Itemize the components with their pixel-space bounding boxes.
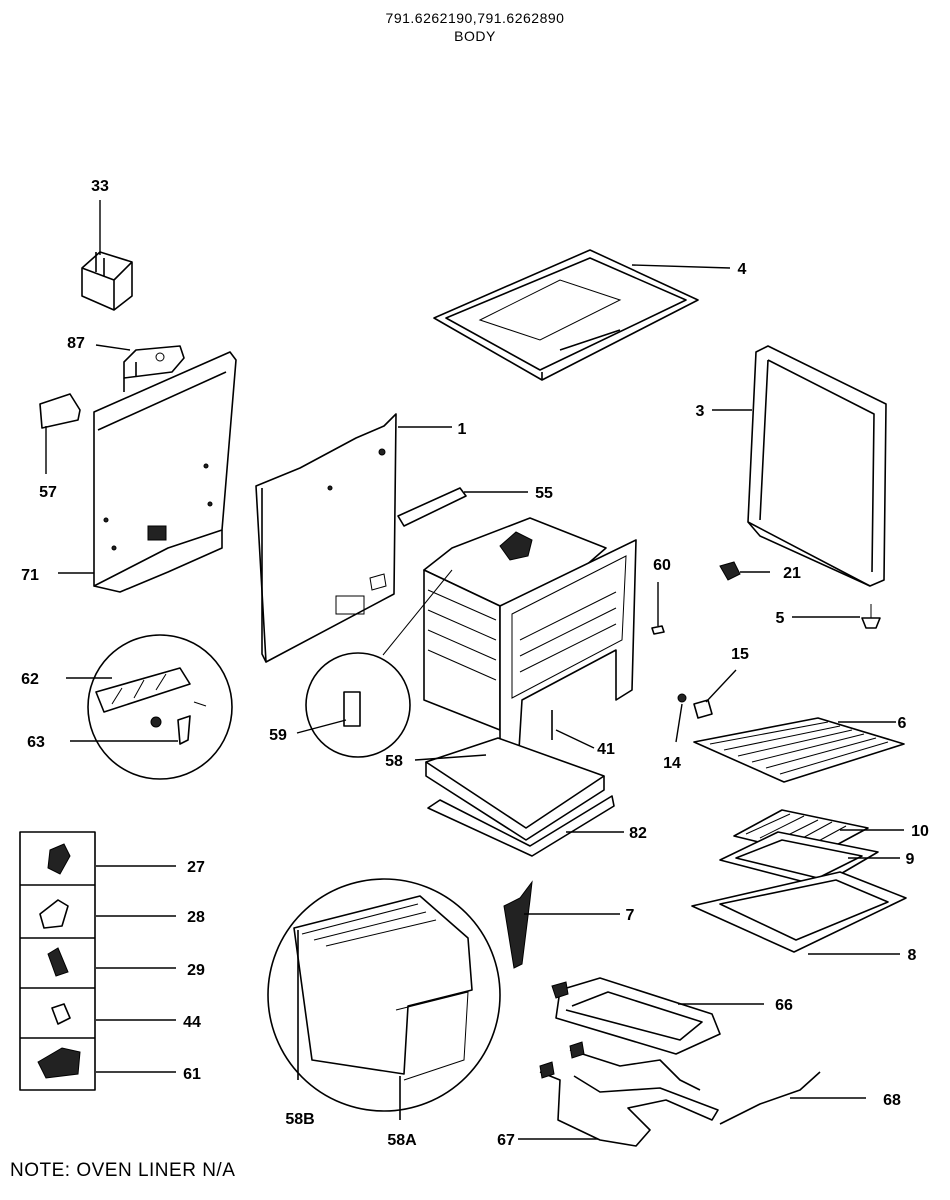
part-57-panel <box>39 393 81 474</box>
footnote: NOTE: OVEN LINER N/A <box>10 1160 236 1181</box>
callout-9: 9 <box>906 851 915 868</box>
callout-58b: 58B <box>285 1111 314 1128</box>
callout-61: 61 <box>183 1066 201 1083</box>
part-41-pin <box>551 710 595 749</box>
callout-68: 68 <box>883 1092 901 1109</box>
callout-28: 28 <box>187 909 205 926</box>
part-6-rack <box>693 717 905 783</box>
callout-14: 14 <box>663 755 681 772</box>
callout-10: 10 <box>911 823 929 840</box>
callout-71: 71 <box>21 567 39 584</box>
part-15-14-knob <box>675 669 737 743</box>
detail-circle-58a-58b <box>267 878 501 1120</box>
callout-63: 63 <box>27 734 45 751</box>
part-82-bottom-tray <box>427 795 624 857</box>
part-5-leveler <box>792 604 881 629</box>
callout-82: 82 <box>629 825 647 842</box>
section-title: BODY <box>454 28 496 44</box>
part-3-side-panel <box>712 345 887 587</box>
callout-8: 8 <box>908 947 917 964</box>
part-67-broil-element <box>518 1041 719 1147</box>
callout-58: 58 <box>385 753 403 770</box>
part-58-oven-bottom <box>414 737 605 841</box>
model-numbers: 791.6262190,791.6262890 <box>385 10 565 26</box>
callout-62: 62 <box>21 671 39 688</box>
callout-6: 6 <box>898 715 907 732</box>
callout-58a: 58A <box>387 1132 417 1149</box>
callout-29: 29 <box>187 962 205 979</box>
part-68-wire <box>719 1071 866 1125</box>
part-87-bracket <box>95 344 185 392</box>
part-7-hinge <box>503 880 620 969</box>
part-71-back-panel <box>58 351 237 593</box>
detail-circle-62-63 <box>66 634 233 780</box>
callout-44: 44 <box>183 1014 201 1031</box>
part-1-side-panel <box>255 413 452 663</box>
part-4-top-panel <box>433 249 731 381</box>
part-60-pin <box>651 582 665 635</box>
callout-55: 55 <box>535 485 553 502</box>
callout-15: 15 <box>731 646 749 663</box>
part-8-drawer <box>691 871 907 955</box>
part-21-screw <box>719 561 770 581</box>
detail-circle-59 <box>296 569 453 758</box>
part-33-bracket <box>81 200 133 311</box>
callout-87: 87 <box>67 335 85 352</box>
part-55-strip <box>397 487 528 527</box>
callout-4: 4 <box>738 261 747 278</box>
callout-27: 27 <box>187 859 205 876</box>
callout-3: 3 <box>696 403 705 420</box>
callout-21: 21 <box>783 565 801 582</box>
part-9-broiler-pan <box>719 831 900 887</box>
callout-5: 5 <box>776 610 785 627</box>
callout-33: 33 <box>91 178 109 195</box>
part-66-bake-element <box>551 977 764 1055</box>
callout-57: 57 <box>39 484 57 501</box>
callout-41: 41 <box>597 741 615 758</box>
callout-67: 67 <box>497 1132 515 1149</box>
callout-60: 60 <box>653 557 671 574</box>
callout-66: 66 <box>775 997 793 1014</box>
callout-7: 7 <box>626 907 635 924</box>
callout-labels: 33 87 57 71 4 3 1 55 21 60 5 15 62 63 59… <box>21 178 929 1149</box>
callout-59: 59 <box>269 727 287 744</box>
oven-cabinet <box>423 517 637 767</box>
callout-1: 1 <box>458 421 467 438</box>
small-parts-column <box>19 831 176 1091</box>
